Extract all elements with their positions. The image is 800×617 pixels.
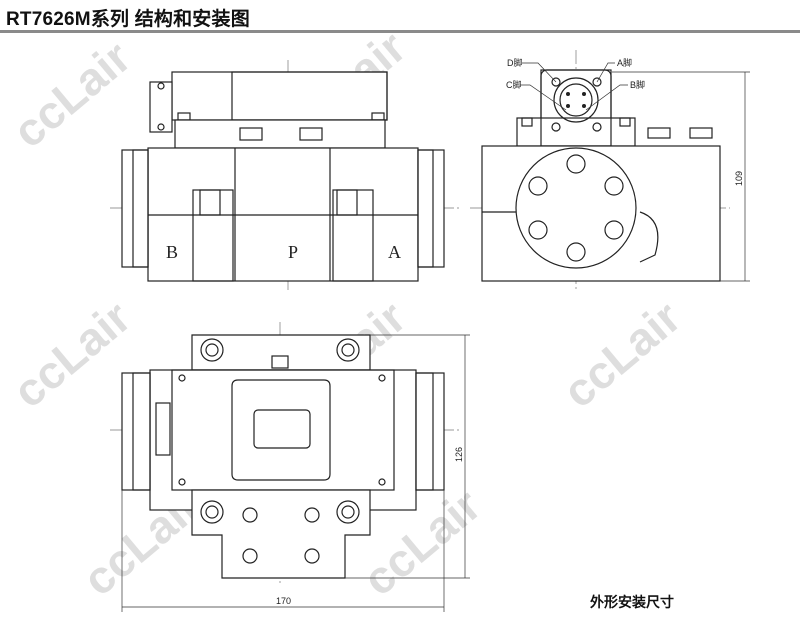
watermark: ccLair	[3, 291, 140, 418]
page-title: RT7626M系列 结构和安装图	[6, 9, 250, 30]
front-view: B P A	[110, 60, 460, 290]
dimension-109-label: 109	[734, 171, 744, 186]
port-c-label: C脚	[506, 80, 522, 90]
height-dimension-109: 109	[612, 71, 750, 282]
title-divider	[0, 30, 800, 33]
port-label-a: A	[388, 242, 401, 262]
port-d-label: D脚	[507, 58, 523, 68]
dimension-126-label: 126	[454, 447, 464, 462]
watermark: ccLair	[3, 31, 140, 158]
figure-caption: 外形安装尺寸	[590, 594, 674, 610]
side-view: D脚 A脚 C脚 B脚 109	[470, 50, 750, 290]
height-dimension-126: 126	[345, 334, 470, 579]
port-b-label: B脚	[630, 80, 645, 90]
port-callouts: D脚 A脚 C脚 B脚	[506, 58, 645, 111]
port-a-label: A脚	[617, 58, 632, 68]
port-label-b: B	[166, 242, 178, 262]
port-label-p: P	[288, 242, 298, 262]
watermark: ccLair	[553, 291, 690, 418]
bolt-circle	[528, 154, 624, 262]
dimension-170-label: 170	[276, 596, 291, 606]
bottom-view: 126 170	[110, 322, 470, 612]
width-dimension-170: 170	[121, 490, 445, 612]
